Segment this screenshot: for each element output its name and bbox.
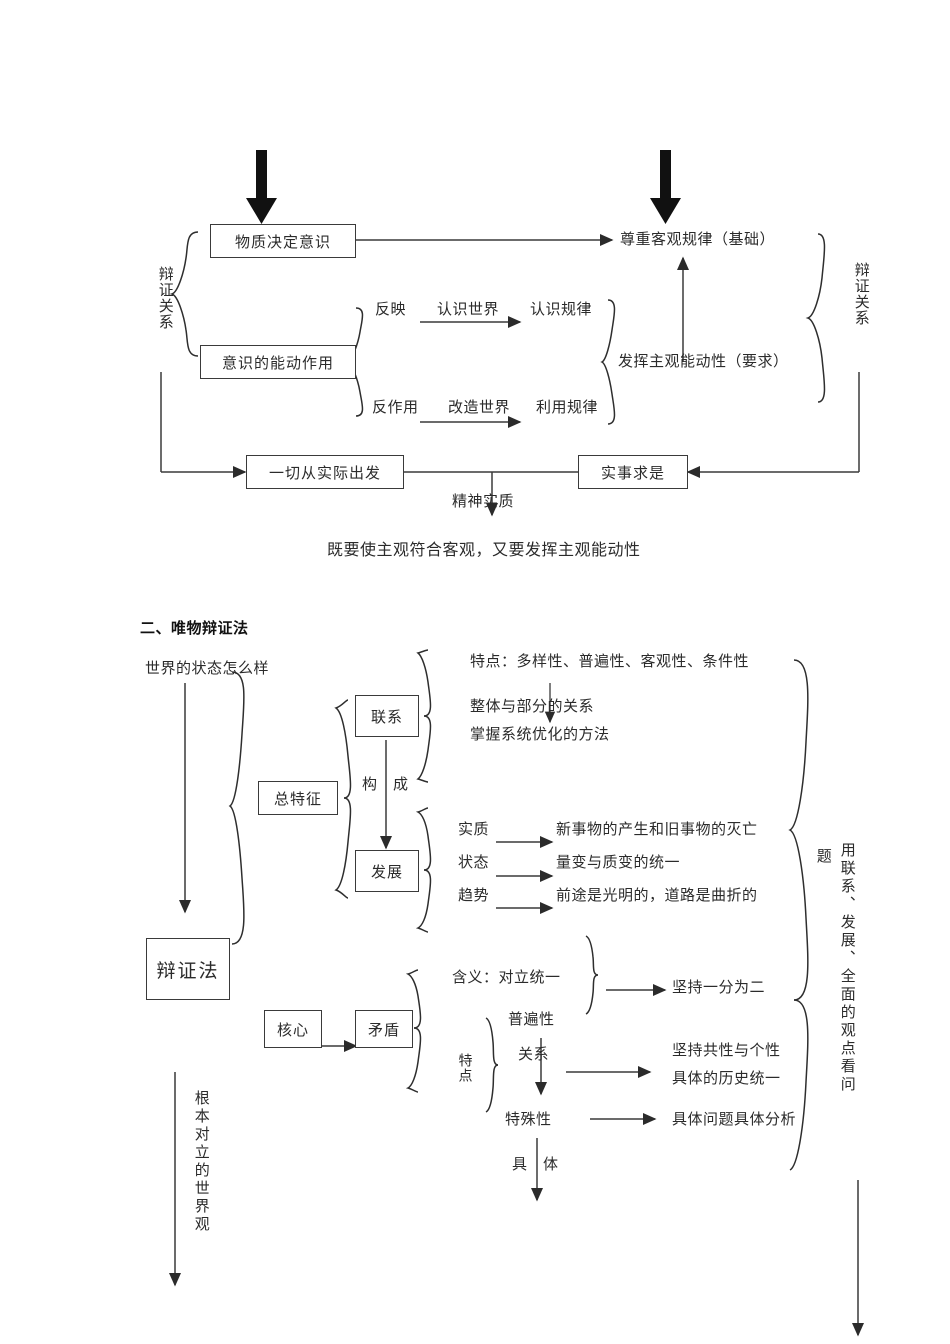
maodun-guanxi: 关系 [518,1045,550,1063]
box-label: 一切从实际出发 [268,463,381,482]
fazhan-key-zhuangtai: 状态 [458,853,490,871]
box-shishi-qiushi[interactable]: 实事求是 [578,455,688,489]
box-label: 物质决定意识 [234,232,331,251]
node-zunzhong-keguan-guilv: 尊重客观规律（基础） [620,230,776,248]
node-gaizao-shijie: 改造世界 [448,398,511,416]
maodun-result-jutifenxi: 具体问题具体分析 [672,1110,797,1128]
fazhan-value-qushi: 前途是光明的，道路是曲折的 [556,886,758,904]
right-vertical-wrap: 题 [814,848,833,864]
maodun-juti: 具 体 [512,1155,559,1173]
fazhan-key-shizhi: 实质 [458,820,490,838]
maodun-result-yifenweier: 坚持一分为二 [672,978,766,996]
label-jingshen-shizhi: 精神实质 [452,492,515,510]
fat-arrow-down-left [246,150,277,224]
brace-right-diag2-tail [789,999,809,1171]
maodun-result-lishi: 具体的历史统一 [672,1069,781,1087]
node-fahui-zhuguan-nengdongxing: 发挥主观能动性（要求） [618,352,789,370]
maodun-result-gongxing: 坚持共性与个性 [672,1041,781,1059]
lianxi-item-tedian: 特点：多样性、普遍性、客观性、条件性 [470,652,750,670]
lianxi-item-zhengti: 整体与部分的关系 [470,697,595,715]
box-lianxi[interactable]: 联系 [355,695,419,737]
node-fanying: 反映 [375,300,407,318]
node-renshi-guilv: 认识规律 [530,300,593,318]
brace-fahui [600,299,616,425]
box-maodun[interactable]: 矛盾 [355,1010,413,1048]
brace-left-diag1 [169,231,199,357]
brace-right-diag1 [805,233,826,403]
brace-label-right-bianzheng-guanxi: 辩证关系 [852,262,871,326]
brace-zongtezheng-down [334,797,352,899]
maodun-hanyi: 含义：对立统一 [452,968,561,986]
box-yishi-nengdong[interactable]: 意识的能动作用 [200,345,356,379]
fat-arrow-down-right [650,150,681,224]
node-liyong-guilv: 利用规律 [536,398,599,416]
box-bianzhengfa[interactable]: 辩证法 [146,938,230,1000]
box-yiqie-congshiji[interactable]: 一切从实际出发 [246,455,404,489]
box-zongtezheng[interactable]: 总特征 [258,781,338,815]
left-vertical-worldview: 根本对立的世界观 [192,1090,211,1234]
brace-bianzhengfa [228,671,245,945]
diagram1-conclusion: 既要使主观符合客观，又要发挥主观能动性 [327,540,641,559]
box-label: 意识的能动作用 [221,353,334,372]
brace-lianxi-down [416,715,432,783]
box-label: 实事求是 [600,463,665,482]
brace-fazhan-up [415,807,432,871]
brace-tedian-lower [485,1064,499,1113]
section-heading: 二、唯物辩证法 [140,619,249,637]
box-wuzhi-jueding-yishi[interactable]: 物质决定意识 [210,224,356,258]
box-label: 发展 [370,862,403,881]
brace-label-left-bianzheng-guanxi: 辩证关系 [156,266,175,330]
box-fazhan[interactable]: 发展 [355,850,419,892]
brace-fazhan-down [415,869,432,933]
fazhan-value-shizhi: 新事物的产生和旧事物的灭亡 [556,820,758,838]
brace-zongtezheng-up [334,699,352,799]
node-fanzuoyong: 反作用 [372,398,419,416]
maodun-tedian: 特点 [456,1053,473,1083]
box-hexin[interactable]: 核心 [264,1010,322,1048]
maodun-teshuxing: 特殊性 [505,1110,552,1128]
box-label: 核心 [276,1020,309,1039]
right-vertical-main: 用联系、发展、全面的观点看问 [838,842,857,1094]
brace-hanyi-lower [585,974,599,1015]
fazhan-key-qushi: 趋势 [458,886,490,904]
brace-hanyi-upper [585,935,599,976]
box-label: 辩证法 [156,959,220,982]
brace-right-diag2-upper [788,659,809,1001]
box-label: 联系 [370,707,403,726]
label-world-state: 世界的状态怎么样 [145,659,270,677]
brace-tedian-upper [485,1017,499,1066]
maodun-pubianxing: 普遍性 [508,1010,555,1028]
node-renshi-shijie: 认识世界 [437,300,500,318]
fazhan-value-zhuangtai: 量变与质变的统一 [556,853,681,871]
label-goucheng: 构 成 [362,775,409,793]
lianxi-item-xitong: 掌握系统优化的方法 [470,725,610,743]
brace-lianxi-up [416,649,432,717]
box-label: 矛盾 [367,1020,400,1039]
box-label: 总特征 [273,789,322,808]
